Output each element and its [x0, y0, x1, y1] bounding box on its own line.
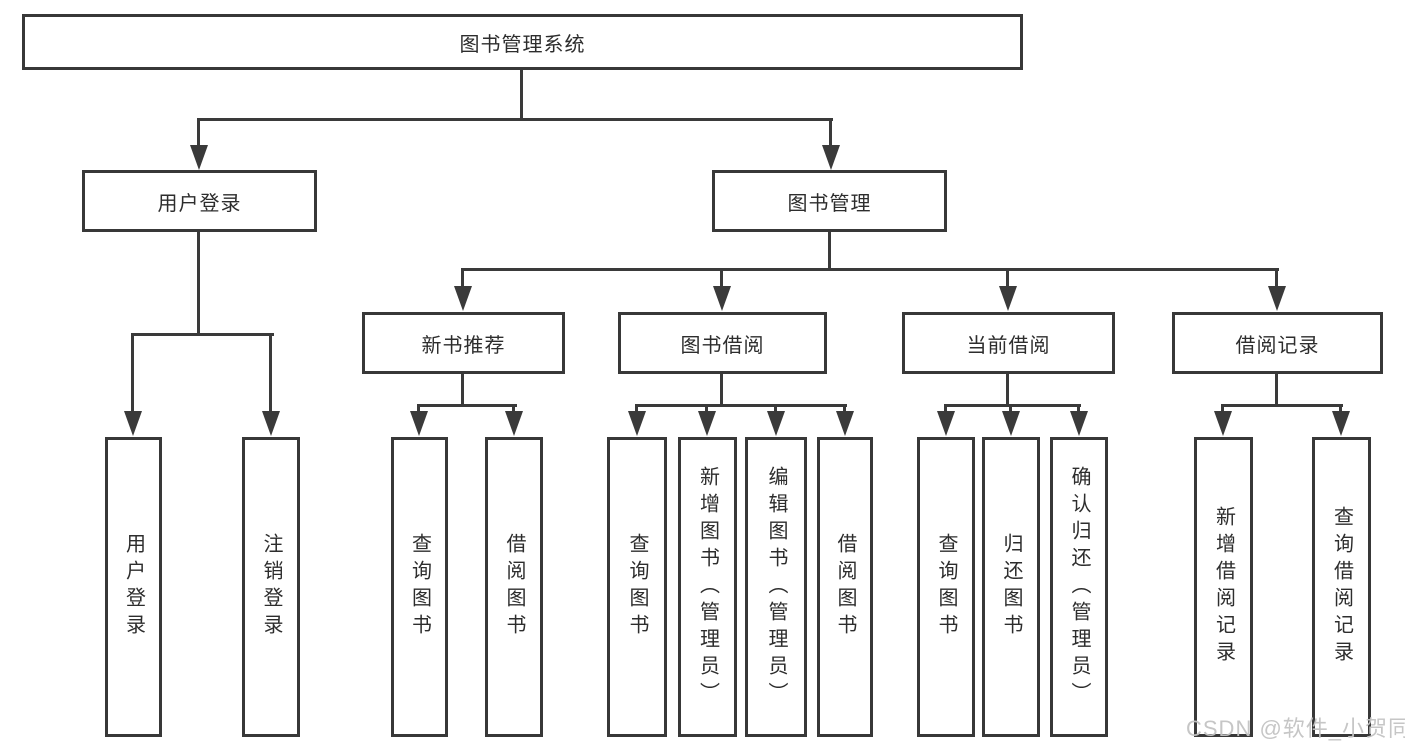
connector-root-stub — [520, 70, 523, 120]
connector-leaf-stem — [461, 268, 464, 290]
node-user-login: 用户登录 — [82, 170, 317, 232]
leaf-query-books-current: 查询图书 — [917, 437, 975, 737]
connector-user-login-hline — [131, 333, 274, 336]
node-library-management-system: 图书管理系统 — [22, 14, 1023, 70]
leaf-label: 新增图书（管理员） — [696, 465, 719, 709]
connector-current-down — [1006, 374, 1009, 407]
arrow-to-leaf-add-record — [1214, 411, 1232, 436]
node-label: 图书借阅 — [680, 334, 765, 357]
leaf-label: 确认归还（管理员） — [1068, 465, 1090, 709]
connector-leaf-stem — [1339, 404, 1342, 416]
connector-level1-hline — [197, 118, 833, 121]
leaf-borrow-books-recommend: 借阅图书 — [485, 437, 543, 737]
connector-leaf-stem — [635, 404, 638, 416]
connector-leaf-stem — [1009, 404, 1012, 416]
connector-leaf-stem — [705, 404, 708, 416]
connector-level3-hline — [461, 268, 1279, 271]
connector-recommend-down — [461, 374, 464, 407]
leaf-label: 借阅图书 — [503, 533, 525, 641]
leaf-edit-book-admin: 编辑图书（管理员） — [745, 437, 807, 737]
connector-records-down — [1275, 374, 1278, 407]
arrow-to-borrowing-records — [1268, 286, 1286, 311]
csdn-watermark: CSDN @软件_小贺同学 — [1186, 716, 1405, 741]
connector-recommend-hline — [417, 404, 517, 407]
connector-leaf-stem — [1221, 404, 1224, 416]
arrow-to-leaf-return-books — [1002, 411, 1020, 436]
connector-user-login-stem — [197, 118, 200, 148]
leaf-label: 归还图书 — [1000, 533, 1022, 641]
arrow-to-book-borrowing — [713, 286, 731, 311]
connector-leaf-stem — [720, 268, 723, 290]
arrow-to-leaf-borrow-books — [505, 411, 523, 436]
connector-borrowing-down — [720, 374, 723, 407]
leaf-query-books-recommend: 查询图书 — [391, 437, 448, 737]
leaf-label: 查询借阅记录 — [1330, 506, 1353, 668]
connector-leaf-stem — [269, 333, 272, 415]
node-label: 新书推荐 — [421, 334, 506, 357]
connector-leaf-stem — [512, 404, 515, 416]
node-label: 用户登录 — [157, 192, 242, 215]
connector-current-hline — [944, 404, 1081, 407]
node-label: 图书管理 — [787, 192, 872, 215]
node-label: 借阅记录 — [1235, 334, 1320, 357]
connector-leaf-stem — [944, 404, 947, 416]
connector-user-login-down — [197, 232, 200, 335]
leaf-user-login: 用户登录 — [105, 437, 162, 737]
node-current-borrowing: 当前借阅 — [902, 312, 1115, 374]
leaf-label: 查询图书 — [408, 533, 431, 641]
arrow-to-leaf-query-books — [628, 411, 646, 436]
leaf-borrow-books: 借阅图书 — [817, 437, 873, 737]
arrow-to-new-book-recommendation — [454, 286, 472, 311]
leaf-query-books-borrowing: 查询图书 — [607, 437, 667, 737]
node-borrowing-records: 借阅记录 — [1172, 312, 1383, 374]
arrow-to-book-mgmt — [822, 145, 840, 170]
node-label: 图书管理系统 — [459, 33, 586, 56]
arrow-to-current-borrowing — [999, 286, 1017, 311]
arrow-to-leaf-edit-book — [767, 411, 785, 436]
connector-leaf-stem — [1275, 268, 1278, 290]
arrow-to-leaf-add-book — [698, 411, 716, 436]
arrow-to-leaf-confirm-return — [1070, 411, 1088, 436]
leaf-label: 编辑图书（管理员） — [765, 465, 787, 709]
leaf-add-book-admin: 新增图书（管理员） — [678, 437, 737, 737]
leaf-label: 用户登录 — [122, 533, 145, 641]
connector-book-mgmt-stem — [829, 118, 832, 148]
leaf-label: 新增借阅记录 — [1212, 506, 1235, 668]
arrow-to-leaf-user-login — [124, 411, 142, 436]
arrow-to-leaf-query-books — [410, 411, 428, 436]
leaf-label: 注销登录 — [260, 533, 282, 641]
leaf-label: 借阅图书 — [834, 533, 856, 641]
leaf-label: 查询图书 — [626, 533, 648, 641]
connector-borrowing-hline — [635, 404, 847, 407]
connector-leaf-stem — [417, 404, 420, 416]
connector-records-hline — [1221, 404, 1343, 407]
node-label: 当前借阅 — [966, 334, 1051, 357]
leaf-add-borrow-record: 新增借阅记录 — [1194, 437, 1253, 737]
connector-leaf-stem — [774, 404, 777, 416]
node-new-book-recommendation: 新书推荐 — [362, 312, 565, 374]
leaf-confirm-return-admin: 确认归还（管理员） — [1050, 437, 1108, 737]
leaf-return-books: 归还图书 — [982, 437, 1040, 737]
arrow-to-leaf-query-record — [1332, 411, 1350, 436]
connector-leaf-stem — [843, 404, 846, 416]
arrow-to-leaf-borrow-books — [836, 411, 854, 436]
connector-leaf-stem — [1077, 404, 1080, 416]
node-book-borrowing: 图书借阅 — [618, 312, 827, 374]
connector-leaf-stem — [131, 333, 134, 415]
arrow-to-leaf-query-books — [937, 411, 955, 436]
leaf-query-borrow-record: 查询借阅记录 — [1312, 437, 1371, 737]
connector-book-mgmt-down — [828, 232, 831, 271]
leaf-label: 查询图书 — [935, 533, 957, 641]
arrow-to-leaf-logout — [262, 411, 280, 436]
node-book-management: 图书管理 — [712, 170, 947, 232]
arrow-to-user-login — [190, 145, 208, 170]
connector-leaf-stem — [1006, 268, 1009, 290]
leaf-logout: 注销登录 — [242, 437, 300, 737]
